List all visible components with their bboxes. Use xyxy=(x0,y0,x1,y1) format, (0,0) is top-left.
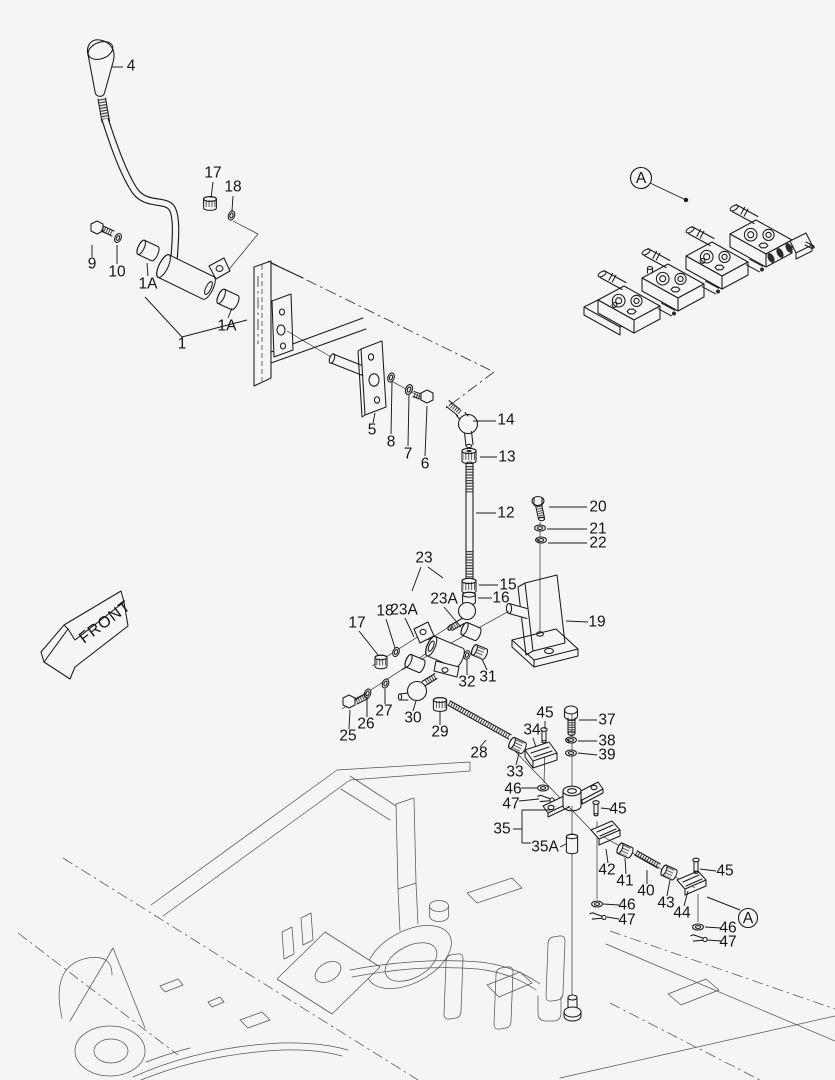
part-callout-15: 15 xyxy=(499,577,516,594)
part-callout-45: 45 xyxy=(536,705,553,722)
part-callout-35: 35 xyxy=(493,821,510,838)
front-direction-arrow: FRONT xyxy=(40,590,134,680)
swivel-link-35 xyxy=(542,781,604,818)
part-callout-42: 42 xyxy=(598,862,615,879)
part-callout-6: 6 xyxy=(421,456,430,473)
part-callout-20: 20 xyxy=(589,499,607,516)
detail-circle-icon xyxy=(629,166,653,190)
part-callout-40: 40 xyxy=(637,883,655,900)
part-callout-28: 28 xyxy=(470,745,487,762)
part-callout-23A: 23A xyxy=(390,602,418,619)
part-callout-41: 41 xyxy=(616,873,633,890)
part-callout-37: 37 xyxy=(598,712,615,729)
detail-marker-A: A xyxy=(629,166,653,190)
pivot-assembly xyxy=(342,621,512,740)
part-callout-35A: 35A xyxy=(531,839,559,856)
part-callout-46: 46 xyxy=(504,781,521,798)
control-valve-assembly xyxy=(583,203,815,336)
part-callout-39: 39 xyxy=(598,747,615,764)
leader-lines xyxy=(91,66,741,942)
part-callout-17: 17 xyxy=(204,165,221,182)
part-callout-47: 47 xyxy=(719,934,736,951)
support-bracket-19 xyxy=(505,574,579,668)
lever-pivot-tube xyxy=(156,254,216,300)
part-callout-27: 27 xyxy=(375,703,392,720)
svg-text:A: A xyxy=(636,170,647,187)
part-callout-38: 38 xyxy=(598,733,615,750)
part-callout-18: 18 xyxy=(376,603,393,620)
part-callout-12: 12 xyxy=(497,505,514,522)
part-callout-45: 45 xyxy=(609,801,626,818)
part-callout-17: 17 xyxy=(348,615,365,632)
valve-link-set xyxy=(508,705,708,1022)
part-callout-19: 19 xyxy=(588,614,605,631)
part-callout-8: 8 xyxy=(387,434,396,451)
mounting-frame xyxy=(253,260,495,409)
part-callout-10: 10 xyxy=(108,264,126,281)
bolt-9 xyxy=(90,220,104,235)
part-callout-5: 5 xyxy=(368,422,377,439)
lever-knob xyxy=(87,39,115,97)
part-callout-44: 44 xyxy=(673,905,691,922)
part-callout-34: 34 xyxy=(523,722,541,739)
part-callout-32: 32 xyxy=(458,674,475,691)
part-callout-26: 26 xyxy=(357,716,374,733)
svg-text:A: A xyxy=(743,910,754,927)
part-callout-21: 21 xyxy=(589,521,606,538)
part-callout-4: 4 xyxy=(127,58,136,75)
part-callout-1: 1 xyxy=(178,336,187,353)
part-callout-45: 45 xyxy=(716,863,733,880)
detail-marker-A: A xyxy=(737,907,759,929)
linkage-upper xyxy=(328,340,579,668)
part-callout-1A: 1A xyxy=(139,276,159,293)
part-callout-7: 7 xyxy=(404,446,413,463)
part-callout-31: 31 xyxy=(479,669,496,686)
machine-chassis-frame xyxy=(17,761,835,1080)
part-callout-33: 33 xyxy=(506,764,523,781)
part-callout-23A: 23A xyxy=(430,591,458,608)
control-lever-assembly xyxy=(87,39,240,311)
part-callout-22: 22 xyxy=(589,535,606,552)
part-callout-16: 16 xyxy=(492,590,509,607)
part-callout-9: 9 xyxy=(88,256,97,273)
part-callout-25: 25 xyxy=(339,728,356,745)
part-callout-1A: 1A xyxy=(218,318,238,335)
detail-circle-icon xyxy=(737,907,759,929)
part-callout-47: 47 xyxy=(502,796,519,813)
part-callout-47: 47 xyxy=(618,912,635,929)
part-callout-18: 18 xyxy=(224,179,241,196)
part-callout-13: 13 xyxy=(498,449,515,466)
part-callout-29: 29 xyxy=(431,724,448,741)
part-callout-14: 14 xyxy=(497,412,515,429)
part-callout-43: 43 xyxy=(657,895,674,912)
part-callout-23: 23 xyxy=(415,550,432,567)
part-callout-46: 46 xyxy=(618,897,635,914)
part-callout-46: 46 xyxy=(719,920,736,937)
part-callout-30: 30 xyxy=(404,710,422,727)
